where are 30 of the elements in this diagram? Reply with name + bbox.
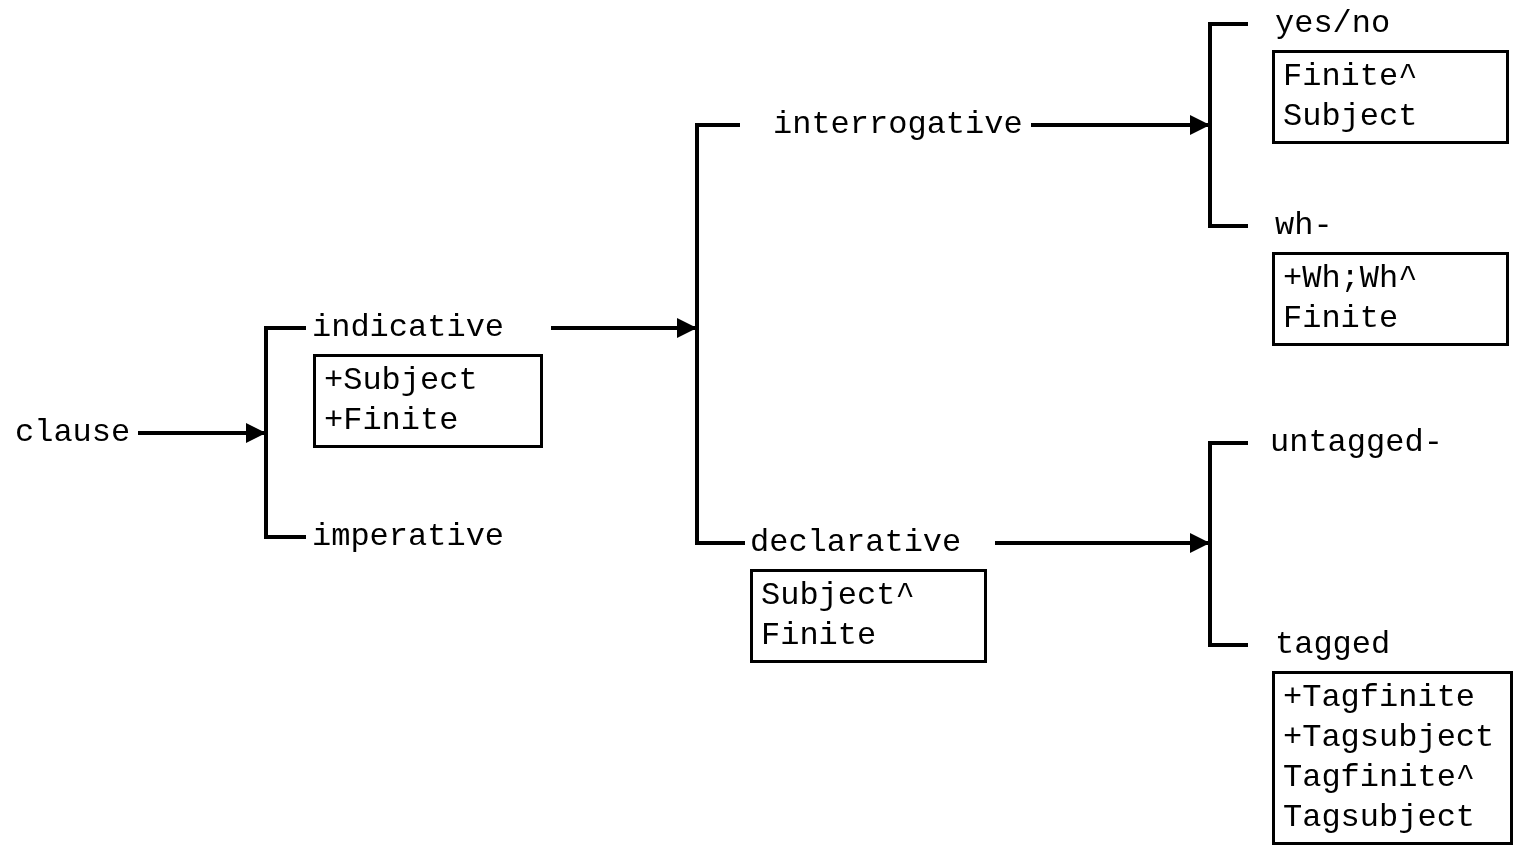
bracket-bar — [1208, 22, 1212, 228]
bracket-line — [1212, 22, 1248, 26]
bracket-line — [1212, 643, 1248, 647]
bracket-line — [699, 123, 740, 127]
bracket-bar — [264, 326, 268, 539]
option-label: tagged — [1275, 625, 1391, 665]
arrow — [138, 423, 266, 443]
realization-box: +Wh;Wh^ Finite — [1272, 252, 1509, 346]
option-label: wh- — [1275, 206, 1333, 246]
realization-box: Finite^ Subject — [1272, 50, 1509, 144]
bracket-bar — [1208, 441, 1212, 647]
option-label: declarative — [750, 523, 962, 563]
bracket-line — [699, 541, 745, 545]
bracket-line — [1212, 441, 1248, 445]
realization-box: Subject^ Finite — [750, 569, 987, 663]
realization-box: +Tagfinite +Tagsubject Tagfinite^ Tagsubject — [1272, 671, 1513, 845]
option-label: untagged- — [1270, 423, 1443, 463]
option-label: clause — [15, 413, 131, 453]
arrow — [551, 318, 697, 338]
arrow — [995, 533, 1210, 553]
bracket-line — [268, 535, 306, 539]
option-label: indicative — [312, 308, 505, 348]
realization-box: +Subject +Finite — [313, 354, 543, 448]
arrow — [1031, 115, 1210, 135]
bracket-line — [268, 326, 306, 330]
bracket-line — [1212, 224, 1248, 228]
option-label: yes/no — [1275, 4, 1391, 44]
bracket-bar — [695, 123, 699, 545]
option-label: imperative — [312, 517, 505, 557]
option-label: interrogative — [773, 105, 1023, 145]
